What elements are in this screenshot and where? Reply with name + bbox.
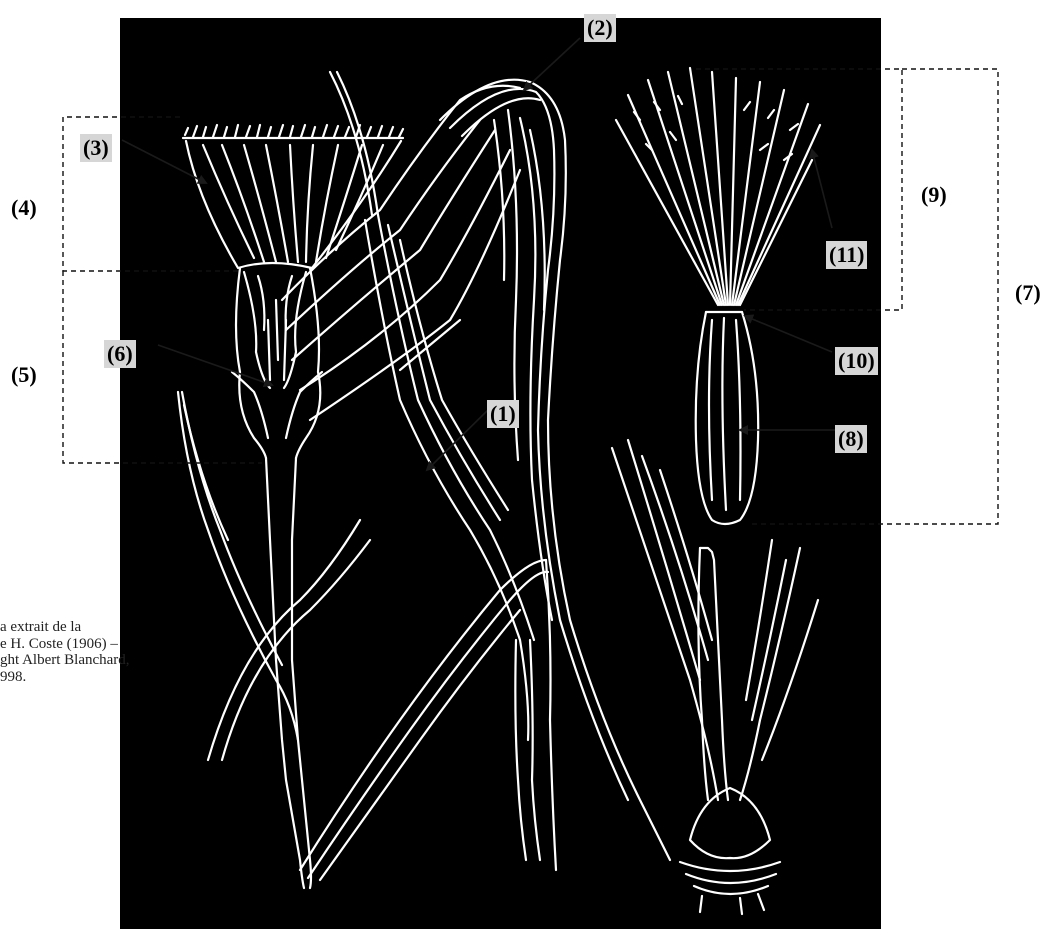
credit-line: e H. Coste (1906) – xyxy=(0,636,230,653)
label-11: (11) xyxy=(826,241,867,269)
label-4: (4) xyxy=(8,194,40,222)
label-10: (10) xyxy=(835,347,878,375)
credit-line: 998. xyxy=(0,669,230,686)
label-2: (2) xyxy=(584,14,616,42)
illustration-background xyxy=(120,18,881,929)
label-8: (8) xyxy=(835,425,867,453)
label-9: (9) xyxy=(918,181,950,209)
source-credit: a extrait de la e H. Coste (1906) – ght … xyxy=(0,619,230,685)
credit-line: ght Albert Blanchard, xyxy=(0,652,230,669)
label-1: (1) xyxy=(487,400,519,428)
label-6: (6) xyxy=(104,340,136,368)
label-5: (5) xyxy=(8,361,40,389)
label-3: (3) xyxy=(80,134,112,162)
credit-line: a extrait de la xyxy=(0,619,230,636)
label-7: (7) xyxy=(1012,279,1044,307)
